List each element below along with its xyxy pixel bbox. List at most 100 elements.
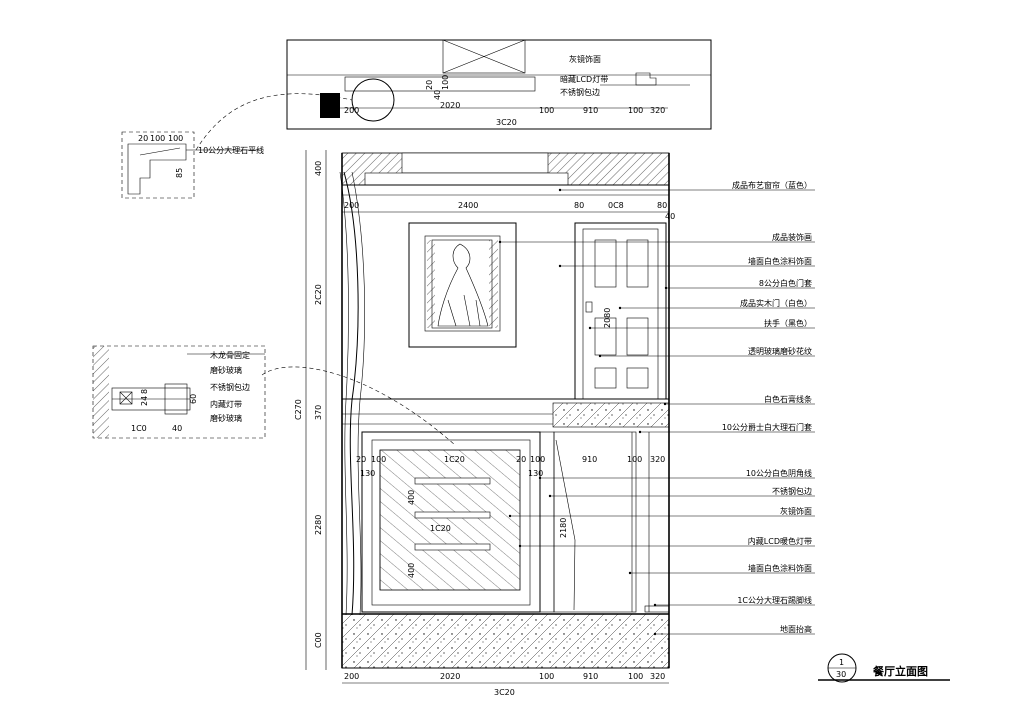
elev-top-dim-4: 80 [657, 201, 667, 210]
callout-label: 白色石膏线条 [764, 394, 812, 404]
elev-top-dim-1: 2400 [458, 201, 478, 210]
elev-left-dim-1: 2C20 [314, 284, 323, 305]
lower-dim-3: 20 [516, 455, 526, 464]
elev-bottom-dim-4: 100 [628, 672, 643, 681]
elev-bottom-dim-2: 100 [539, 672, 554, 681]
callout-dot [518, 544, 522, 548]
callout-label: 内藏LCD暖色灯带 [748, 536, 812, 546]
leader-arc-top [195, 93, 353, 151]
plan-dim-v2: 40 [433, 90, 442, 100]
callout-dot [508, 514, 512, 518]
detail-left-dim-v1: 24 [140, 396, 149, 406]
callout-label: 扶手（黑色） [764, 318, 812, 328]
lower-dim-2: 1C20 [444, 455, 465, 464]
callout-dot [498, 240, 502, 244]
callout-dot [598, 354, 602, 358]
elev-top-dim-0: 200 [344, 201, 359, 210]
detail-left-dim-b0: 1C0 [131, 424, 147, 433]
plan-dim-3: 910 [583, 106, 598, 115]
callout-dot [538, 476, 542, 480]
callout-label: 不锈钢包边 [772, 486, 812, 496]
lower-dim-1: 100 [371, 455, 386, 464]
detail-top-dim-1: 100 [150, 134, 165, 143]
callout-label: 10公分爵士白大理石门套 [722, 422, 812, 432]
main-elevation [339, 152, 670, 669]
detail-top-dim-v: 85 [175, 168, 184, 178]
plan-label-2: 不锈钢包边 [560, 87, 600, 97]
lower-dim-0: 20 [356, 455, 366, 464]
title-marker-bottom: 30 [836, 670, 846, 679]
callout-dot [664, 286, 668, 290]
lower-dim-4: 100 [530, 455, 545, 464]
elev-left-dim-total: C270 [294, 399, 303, 420]
lower-dim-7: 320 [650, 455, 665, 464]
callout-label: 成品布艺窗帘（蓝色） [732, 180, 812, 190]
callout-dot [628, 571, 632, 575]
callout-dot [588, 326, 592, 330]
elev-top-dim-small: 40 [665, 212, 675, 221]
callout-label: 墙面白色涂料饰面 [748, 563, 812, 573]
door-height: 2080 [603, 308, 612, 328]
plan-dim-total: 3C20 [496, 118, 517, 127]
detail-left-label-0: 木龙骨固定 [210, 350, 250, 360]
elev-left-dim-0: 400 [314, 161, 323, 176]
elev-bottom-dim-3: 910 [583, 672, 598, 681]
callout-label: 地面抬高 [780, 624, 812, 634]
callout-dot [663, 402, 667, 406]
page-title: 餐厅立面图 [872, 664, 928, 678]
callout-label: 1C公分大理石踢脚线 [737, 595, 812, 605]
callout-label: 成品实木门（白色） [740, 298, 812, 308]
elev-bottom-dim-total: 3C20 [494, 688, 515, 697]
elev-top-dim-2: 80 [574, 201, 584, 210]
callout-dot [558, 188, 562, 192]
callout-dot [548, 494, 552, 498]
detail-left-label-2: 不锈钢包边 [210, 382, 250, 392]
elev-bottom-dim-0: 200 [344, 672, 359, 681]
plan-dim-2: 100 [539, 106, 554, 115]
title-marker-top: 1 [839, 658, 844, 667]
niche-dim-0: 1C20 [430, 524, 451, 533]
plan-dim-1: 2020 [440, 101, 460, 110]
callout-label: 10公分白色阴角线 [746, 468, 812, 478]
callout-label: 灰镜饰面 [780, 506, 812, 516]
callout-dot [653, 632, 657, 636]
door2-height: 2180 [559, 518, 568, 538]
elev-bottom-dim-5: 320 [650, 672, 665, 681]
callout-dot [653, 603, 657, 607]
lower-small-1: 130 [528, 469, 543, 478]
callout-label: 透明玻璃磨砂花纹 [748, 346, 812, 356]
elev-left-dim-4: C00 [314, 632, 323, 648]
leader-arc-left [261, 366, 456, 446]
lower-small-0: 130 [360, 469, 375, 478]
detail-left-dim-v2: 60 [189, 394, 198, 404]
detail-left-label-4: 磨砂玻璃 [210, 413, 242, 423]
elev-left-dim-2: 370 [314, 405, 323, 420]
detail-left-label-1: 磨砂玻璃 [210, 365, 242, 375]
lower-dim-6: 100 [627, 455, 642, 464]
callout-dot [638, 430, 642, 434]
plan-dim-v1: 100 [441, 75, 450, 90]
callout-label: 8公分白色门套 [759, 278, 812, 288]
detail-left-dim-v0: 8 [140, 389, 149, 394]
elev-left-dim-3: 2280 [314, 515, 323, 535]
plan-dim-0: 200 [344, 106, 359, 115]
title-block: 1 30 餐厅立面图 [818, 653, 950, 683]
plan-label-1: 暗藏LCD灯带 [560, 74, 608, 84]
detail-top-dim-0: 20 [138, 134, 148, 143]
detail-top-label: 10公分大理石平线 [198, 145, 264, 155]
callout-label: 墙面白色涂料饰面 [748, 256, 812, 266]
elev-top-dim-3: 0C8 [608, 201, 624, 210]
callout-label: 成品装饰画 [772, 232, 812, 242]
top-plan [286, 39, 712, 130]
lower-dim-5: 910 [582, 455, 597, 464]
detail-top [121, 131, 260, 199]
callout-dot [558, 264, 562, 268]
plan-dim-4: 100 [628, 106, 643, 115]
detail-left-dim-b1: 40 [172, 424, 182, 433]
callout-leaders [498, 188, 815, 636]
plan-label-0: 灰镜饰面 [569, 54, 601, 64]
left-dim-lines [305, 150, 327, 670]
plan-dim-v0: 20 [425, 80, 434, 90]
